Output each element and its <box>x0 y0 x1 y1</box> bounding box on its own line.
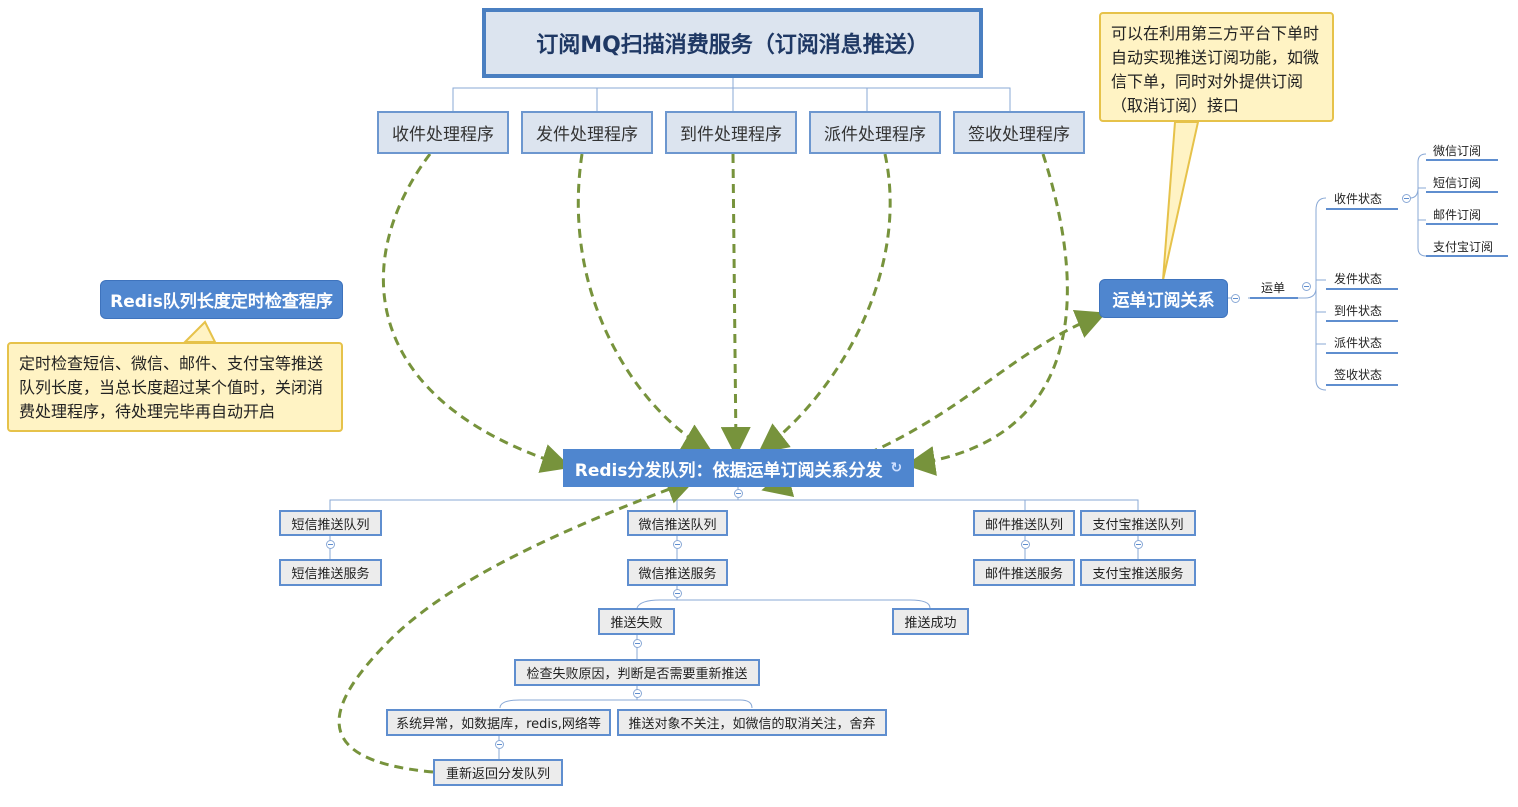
redis-check-label: Redis队列长度定时检查程序 <box>110 292 333 312</box>
service-sms[interactable]: 短信推送服务 <box>279 559 382 586</box>
service-mail[interactable]: 邮件推送服务 <box>973 559 1075 586</box>
queue-alipay-label: 支付宝推送队列 <box>1092 517 1184 533</box>
processor-receive-label: 收件处理程序 <box>392 125 494 145</box>
queue-wechat-label: 微信推送队列 <box>638 517 717 533</box>
unfollow-discard-label: 推送对象不关注，如微信的取消关注，舍弃 <box>628 717 876 732</box>
loop-icon: ↻ <box>890 460 903 476</box>
main-title: 订阅MQ扫描消费服务（订阅消息推送） <box>482 8 983 78</box>
push-success-label: 推送成功 <box>904 616 957 631</box>
subscription-label: 运单订阅关系 <box>1112 291 1215 311</box>
collapse-icon[interactable] <box>673 540 682 549</box>
service-alipay-label: 支付宝推送服务 <box>1092 567 1184 582</box>
collapse-icon[interactable] <box>673 589 682 598</box>
processor-receive[interactable]: 收件处理程序 <box>377 111 509 154</box>
subscribe-mail[interactable]: 邮件订阅 <box>1433 208 1482 222</box>
service-wechat-label: 微信推送服务 <box>638 567 717 582</box>
requeue-label: 重新返回分发队列 <box>445 767 550 782</box>
service-alipay[interactable]: 支付宝推送服务 <box>1080 559 1196 586</box>
processor-deliver[interactable]: 派件处理程序 <box>809 111 941 154</box>
processor-arrive-label: 到件处理程序 <box>680 125 782 145</box>
subscription-note-text: 可以在利用第三方平台下单时自动实现推送订阅功能，如微信下单，同时对外提供订阅（取… <box>1111 24 1320 115</box>
subscription-note: 可以在利用第三方平台下单时自动实现推送订阅功能，如微信下单，同时对外提供订阅（取… <box>1099 12 1334 122</box>
collapse-icon[interactable] <box>1134 540 1143 549</box>
state-sign[interactable]: 签收状态 <box>1334 368 1383 382</box>
push-fail-label: 推送失败 <box>610 616 663 631</box>
check-failure-label: 检查失败原因，判断是否需要重新推送 <box>526 667 748 682</box>
collapse-icon[interactable] <box>1021 540 1030 549</box>
collapse-icon[interactable] <box>633 689 642 698</box>
queue-wechat[interactable]: 微信推送队列 <box>627 510 728 536</box>
state-deliver[interactable]: 派件状态 <box>1334 336 1383 350</box>
queue-mail-label: 邮件推送队列 <box>984 517 1063 533</box>
subscribe-sms[interactable]: 短信订阅 <box>1433 176 1482 190</box>
processor-sign-label: 签收处理程序 <box>968 125 1070 145</box>
redis-check-note: 定时检查短信、微信、邮件、支付宝等推送队列长度，当总长度超过某个值时，关闭消费处… <box>7 342 343 432</box>
collapse-icon[interactable] <box>1302 282 1311 291</box>
collapse-icon[interactable] <box>1231 294 1240 303</box>
subscribe-wechat[interactable]: 微信订阅 <box>1433 144 1482 158</box>
queue-sms[interactable]: 短信推送队列 <box>279 510 382 536</box>
requeue[interactable]: 重新返回分发队列 <box>433 759 563 786</box>
processor-arrive[interactable]: 到件处理程序 <box>665 111 797 154</box>
collapse-icon[interactable] <box>1402 194 1411 203</box>
redis-check-note-text: 定时检查短信、微信、邮件、支付宝等推送队列长度，当总长度超过某个值时，关闭消费处… <box>19 354 324 421</box>
service-wechat[interactable]: 微信推送服务 <box>627 559 728 586</box>
check-failure[interactable]: 检查失败原因，判断是否需要重新推送 <box>514 659 760 686</box>
queue-sms-label: 短信推送队列 <box>291 517 370 533</box>
processor-send-label: 发件处理程序 <box>536 125 638 145</box>
collapse-icon[interactable] <box>326 540 335 549</box>
queue-mail[interactable]: 邮件推送队列 <box>973 510 1075 536</box>
processor-send[interactable]: 发件处理程序 <box>521 111 653 154</box>
collapse-icon[interactable] <box>495 740 504 749</box>
redis-dispatch-label: Redis分发队列：依据运单订阅关系分发 <box>574 460 883 481</box>
push-fail[interactable]: 推送失败 <box>598 608 675 635</box>
state-receive[interactable]: 收件状态 <box>1334 192 1383 206</box>
subscribe-alipay[interactable]: 支付宝订阅 <box>1433 240 1494 254</box>
push-success[interactable]: 推送成功 <box>892 608 969 635</box>
system-error[interactable]: 系统异常，如数据库，redis,网络等 <box>386 709 611 736</box>
redis-check-node[interactable]: Redis队列长度定时检查程序 <box>100 280 343 319</box>
redis-dispatch-node[interactable]: Redis分发队列：依据运单订阅关系分发 ↻ <box>563 449 914 487</box>
collapse-icon[interactable] <box>734 489 743 498</box>
queue-alipay[interactable]: 支付宝推送队列 <box>1080 510 1196 536</box>
state-send[interactable]: 发件状态 <box>1334 272 1383 286</box>
system-error-label: 系统异常，如数据库，redis,网络等 <box>396 717 601 732</box>
collapse-icon[interactable] <box>633 639 642 648</box>
subscription-node[interactable]: 运单订阅关系 <box>1099 279 1228 318</box>
service-sms-label: 短信推送服务 <box>291 567 370 582</box>
processor-sign[interactable]: 签收处理程序 <box>953 111 1085 154</box>
main-title-text: 订阅MQ扫描消费服务（订阅消息推送） <box>536 33 929 58</box>
waybill-label[interactable]: 运单 <box>1261 281 1286 295</box>
service-mail-label: 邮件推送服务 <box>984 567 1063 582</box>
unfollow-discard[interactable]: 推送对象不关注，如微信的取消关注，舍弃 <box>617 709 887 736</box>
state-arrive[interactable]: 到件状态 <box>1334 304 1383 318</box>
processor-deliver-label: 派件处理程序 <box>824 125 926 145</box>
